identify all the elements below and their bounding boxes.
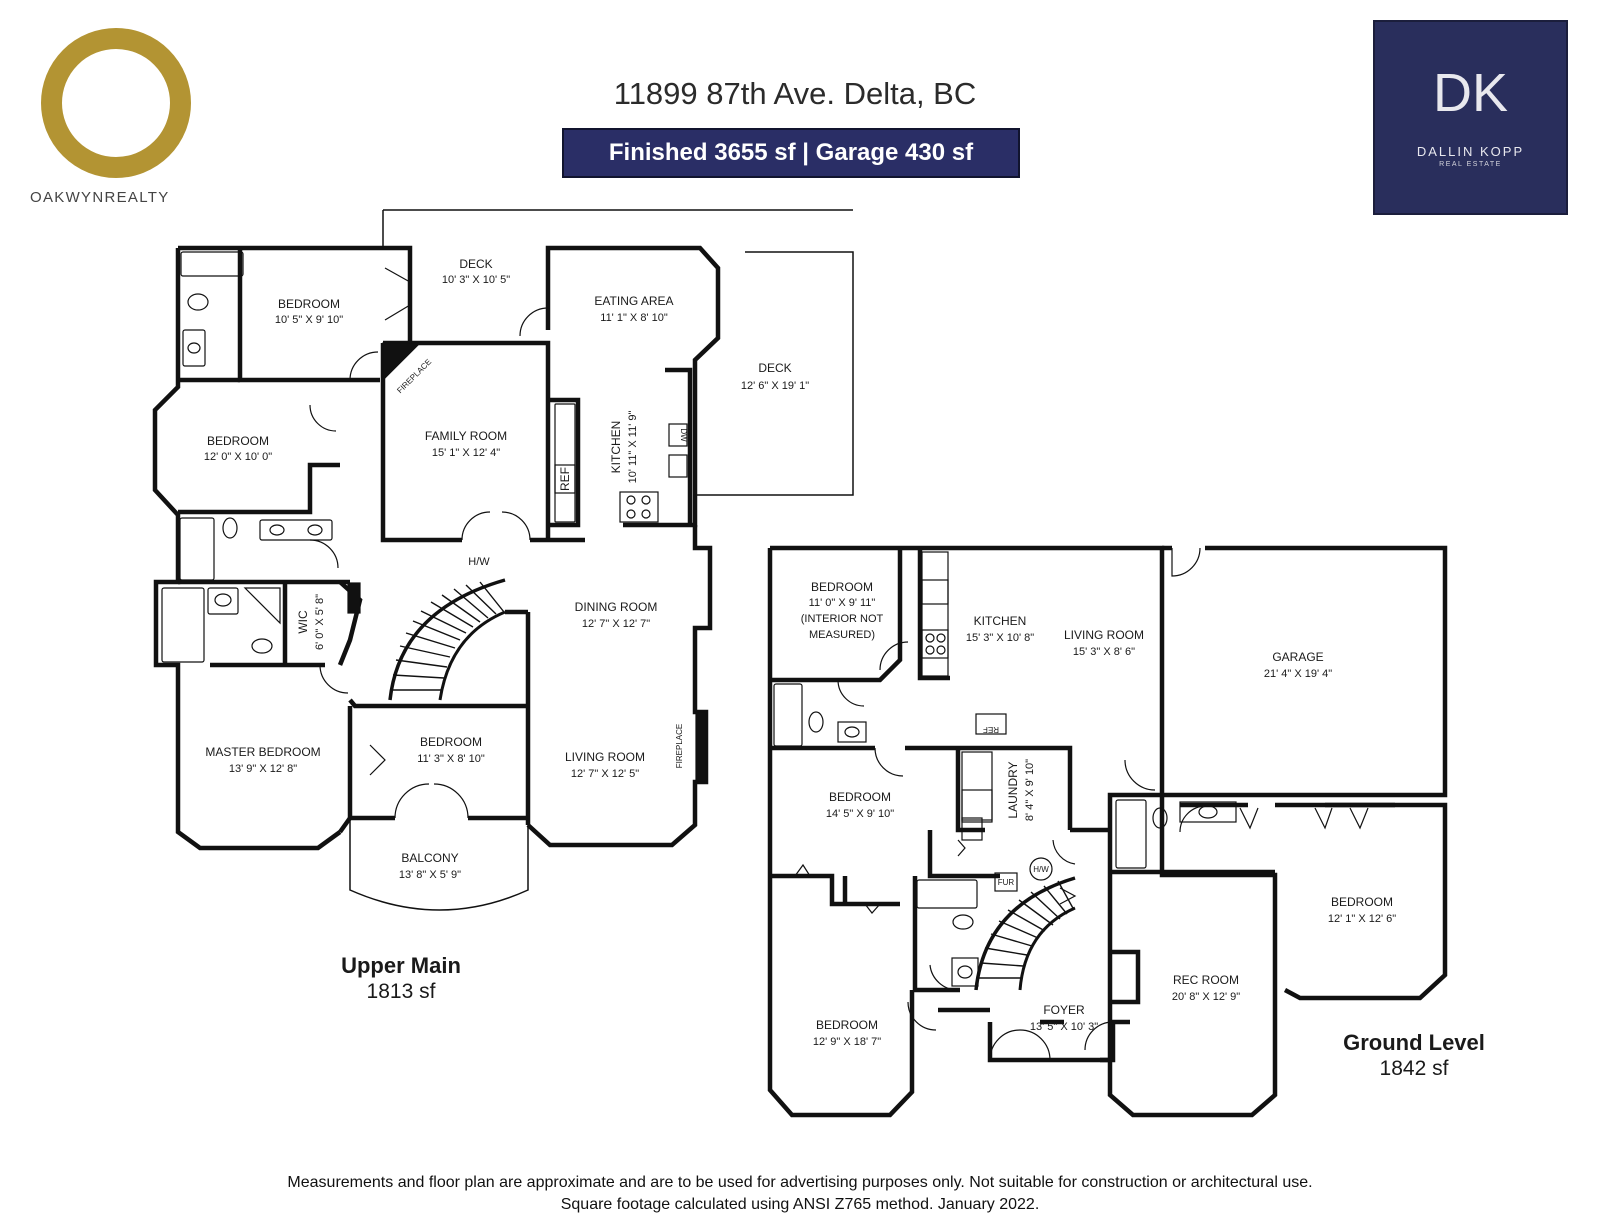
balcony-label: BALCONY [401,851,458,865]
ground-level-area: 1842 sf [1380,1057,1449,1080]
bedroom-d-dim: 12' 9" X 18' 7" [813,1036,881,1048]
bedroom-a-note-1: (INTERIOR NOT [801,613,884,625]
wic-dim: 6' 0" X 5' 8" [314,594,326,650]
upper-doors [309,248,549,819]
oakwyn-logo: OAKWYNREALTY [30,24,200,224]
master-bedroom-dim: 13' 9" X 12' 8" [229,763,297,775]
garage-dim: 21' 4" X 19' 4" [1264,668,1332,680]
kitchen-ground-label: KITCHEN [974,614,1027,628]
bedroom-top-label: BEDROOM [278,297,340,311]
property-address: 11899 87th Ave. Delta, BC [613,76,977,111]
bedroom-c-label: BEDROOM [1331,895,1393,909]
ref-label: REF [558,467,572,491]
disclaimer-line-2: Square footage calculated using ANSI Z76… [560,1196,1040,1213]
living-room-ground-label: LIVING ROOM [1064,628,1144,642]
living-room-ground-dim: 15' 3" X 8' 6" [1073,646,1135,658]
wic-label: WIC [296,610,310,634]
bedroom-mid-dim: 11' 3" X 8' 10" [417,753,485,765]
rec-room-dim: 20' 8" X 12' 9" [1172,991,1240,1003]
bedroom-b-label: BEDROOM [829,790,891,804]
upper-main-area: 1813 sf [367,980,436,1003]
rec-room-label: REC ROOM [1173,973,1239,987]
bedroom-a-label: BEDROOM [811,580,873,594]
hot-water-label: H/W [468,556,490,568]
upper-fixtures [161,251,707,783]
deck-top-label: DECK [459,257,492,271]
bedroom-c-dim: 12' 1" X 12' 6" [1328,913,1396,925]
ref-ground-label: REF [983,725,999,734]
disclaimer-line-1: Measurements and floor plan are approxim… [287,1174,1313,1191]
bedroom-a-dim: 11' 0" X 9' 11" [809,597,876,609]
bedroom-b-dim: 14' 5" X 9' 10" [826,808,894,820]
kitchen-label: KITCHEN [609,421,623,474]
bedroom-d-label: BEDROOM [816,1018,878,1032]
kitchen-dim: 10' 11" X 11' 9" [627,411,639,484]
bedroom-left-label: BEDROOM [207,434,269,448]
foyer-label: FOYER [1043,1003,1085,1017]
deck-right-dim: 12' 6" X 19' 1" [741,380,809,392]
dallin-kopp-brand-text: DALLIN KOPP [1416,144,1525,159]
eating-area-dim: 11' 1" X 8' 10" [600,312,668,324]
ground-level-labels: BEDROOM 11' 0" X 9' 11" (INTERIOR NOT ME… [801,580,1485,1080]
balcony-dim: 13' 8" X 5' 9" [399,869,461,881]
furnace-label: FUR [998,878,1015,887]
bedroom-left-dim: 12' 0" X 10' 0" [204,451,272,463]
dishwasher-label: DW [679,428,688,442]
living-room-upper-dim: 12' 7" X 12' 5" [571,768,639,780]
kitchen-ground-dim: 15' 3" X 10' 8" [966,632,1034,644]
dining-room-label: DINING ROOM [575,600,658,614]
garage-label: GARAGE [1272,650,1323,664]
upper-main-labels: DECK 10' 3" X 10' 5" BEDROOM 10' 5" X 9'… [204,257,809,1003]
hot-water-ground-label: H/W [1033,865,1049,874]
area-summary-banner: Finished 3655 sf | Garage 430 sf [562,128,1020,178]
fireplace-living-label: FIREPLACE [675,724,684,768]
laundry-dim: 8' 4" X 9' 10" [1024,759,1036,821]
ground-fixtures [773,551,1237,987]
oakwyn-brand-text: OAKWYNREALTY [30,189,170,206]
bedroom-mid-label: BEDROOM [420,735,482,749]
bedroom-a-note-2: MEASURED) [809,629,875,641]
family-room-dim: 15' 1" X 12' 4" [432,447,500,459]
family-room-label: FAMILY ROOM [425,429,507,443]
bedroom-top-dim: 10' 5" X 9' 10" [275,314,343,326]
laundry-label: LAUNDRY [1006,761,1020,818]
dallin-kopp-subtitle: REAL ESTATE [1439,161,1502,168]
dallin-kopp-logo: DK DALLIN KOPP REAL ESTATE [1373,20,1568,215]
foyer-dim: 13' 5" X 10' 3" [1030,1021,1098,1033]
living-room-upper-label: LIVING ROOM [565,750,645,764]
eating-area-label: EATING AREA [594,294,673,308]
deck-right-label: DECK [758,361,791,375]
ground-level-walls [767,545,1448,1118]
dining-room-dim: 12' 7" X 12' 7" [582,618,650,630]
deck-top-dim: 10' 3" X 10' 5" [442,274,510,286]
upper-main-walls [152,209,854,911]
ground-staircase [974,876,1076,991]
fireplace-family-label: FIREPLACE [395,357,433,395]
ground-doors [794,547,1369,1061]
upper-staircase [388,578,506,701]
ground-level-title: Ground Level [1343,1030,1485,1055]
master-bedroom-label: MASTER BEDROOM [205,745,320,759]
dk-monogram: DK [1432,63,1508,123]
upper-main-title: Upper Main [341,953,461,978]
